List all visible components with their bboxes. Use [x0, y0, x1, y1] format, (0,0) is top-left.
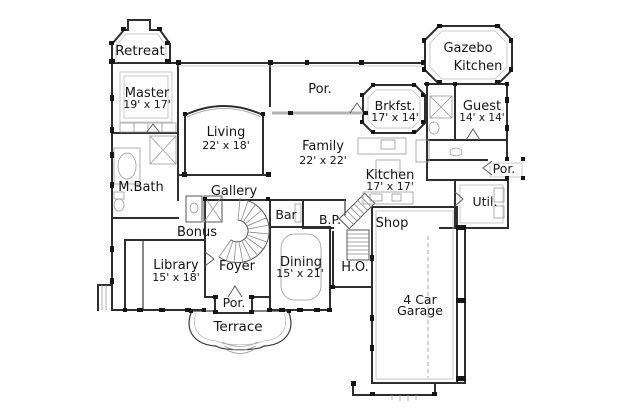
room-label-utility: Util. — [473, 194, 498, 209]
room-dims-dining: 15' x 21' — [276, 267, 324, 280]
room-label-garage-2: Garage — [397, 303, 443, 318]
room-dims-guest: 14' x 14' — [459, 112, 504, 124]
room-label-home-office: H.O. — [341, 260, 369, 275]
room-labels: Retreat Master 19' x 17' Living 22' x 18… — [115, 41, 515, 335]
room-label-master-bath: M.Bath — [118, 180, 164, 195]
room-label-family: Family — [302, 139, 344, 154]
room-dims-family: 22' x 22' — [299, 154, 347, 167]
room-label-garage-1: 4 Car — [403, 292, 437, 307]
room-label-gallery: Gallery — [211, 184, 258, 199]
room-label-gazebo-2: Kitchen — [454, 59, 503, 74]
room-label-kitchen: Kitchen — [366, 168, 415, 183]
room-label-library: Library — [153, 258, 199, 273]
room-label-dining: Dining — [280, 255, 322, 270]
room-dims-living: 22' x 18' — [202, 139, 250, 152]
room-label-foyer: Foyer — [219, 259, 256, 274]
room-label-living: Living — [207, 125, 246, 140]
room-label-shop: Shop — [376, 216, 409, 231]
room-label-porch-bottom: Por. — [223, 295, 246, 310]
room-dims-master: 19' x 17' — [123, 98, 171, 111]
room-label-breakfast: Brkfst. — [375, 98, 416, 113]
room-label-master: Master — [125, 86, 170, 101]
room-label-guest: Guest — [463, 99, 501, 114]
details — [101, 30, 523, 401]
room-dims-breakfast: 17' x 14' — [371, 111, 419, 124]
room-label-porch-right: Por. — [493, 161, 516, 176]
room-label-porch-top: Por. — [308, 82, 332, 97]
room-label-bonus: Bonus — [177, 225, 217, 240]
room-label-butlers-pantry: B.P. — [319, 212, 341, 227]
room-label-retreat: Retreat — [115, 43, 165, 59]
room-label-terrace: Terrace — [212, 319, 262, 335]
window-pads — [109, 24, 525, 396]
room-dims-library: 15' x 18' — [152, 271, 200, 284]
room-label-bar: Bar — [275, 207, 297, 222]
room-label-gazebo-1: Gazebo — [443, 41, 492, 56]
room-dims-kitchen: 17' x 17' — [366, 180, 414, 193]
